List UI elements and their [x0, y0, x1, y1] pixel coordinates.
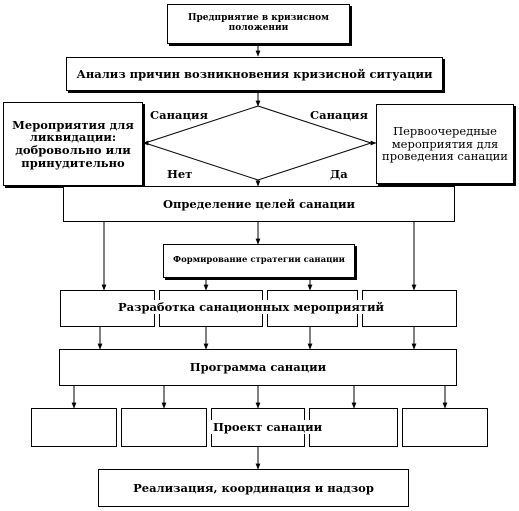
- project-segment-2: [121, 408, 207, 447]
- project-segment-1: [31, 408, 117, 447]
- node-analysis-text: Анализ причин возникновения кризисной си…: [76, 66, 433, 81]
- node-liquidation-text: Мероприятия для ликвидации: добровольно …: [12, 117, 134, 170]
- node-goals: Определение целей санации: [63, 186, 455, 222]
- node-enterprise: Предприятие в кризисном положении: [167, 4, 350, 44]
- node-analysis: Анализ причин возникновения кризисной си…: [66, 57, 443, 91]
- label-no: Нет: [167, 167, 193, 181]
- node-program: Программа санации: [59, 349, 457, 386]
- label-sanation-right: Санация: [310, 108, 368, 122]
- node-project-text: Проект санации: [210, 420, 326, 434]
- node-enterprise-text: Предприятие в кризисном положении: [188, 13, 329, 33]
- node-strategy: Формирование стратегии санации: [163, 244, 355, 278]
- project-segment-5: [402, 408, 488, 447]
- label-sanation-left: Санация: [150, 108, 208, 122]
- node-program-text: Программа санации: [189, 360, 327, 375]
- node-implementation: Реализация, координация и надзор: [98, 469, 409, 507]
- node-development-text: Разработка санационных мероприятий: [115, 300, 388, 314]
- label-yes: Да: [330, 167, 348, 181]
- node-goals-text: Определение целей санации: [162, 196, 356, 211]
- node-liquidation: Мероприятия для ликвидации: добровольно …: [3, 102, 143, 186]
- node-implementation-text: Реализация, координация и надзор: [133, 480, 374, 495]
- node-strategy-text: Формирование стратегии санации: [173, 255, 345, 266]
- node-priority: Первоочередные мероприятия для проведени…: [376, 104, 514, 184]
- node-priority-text: Первоочередные мероприятия для проведени…: [382, 124, 508, 164]
